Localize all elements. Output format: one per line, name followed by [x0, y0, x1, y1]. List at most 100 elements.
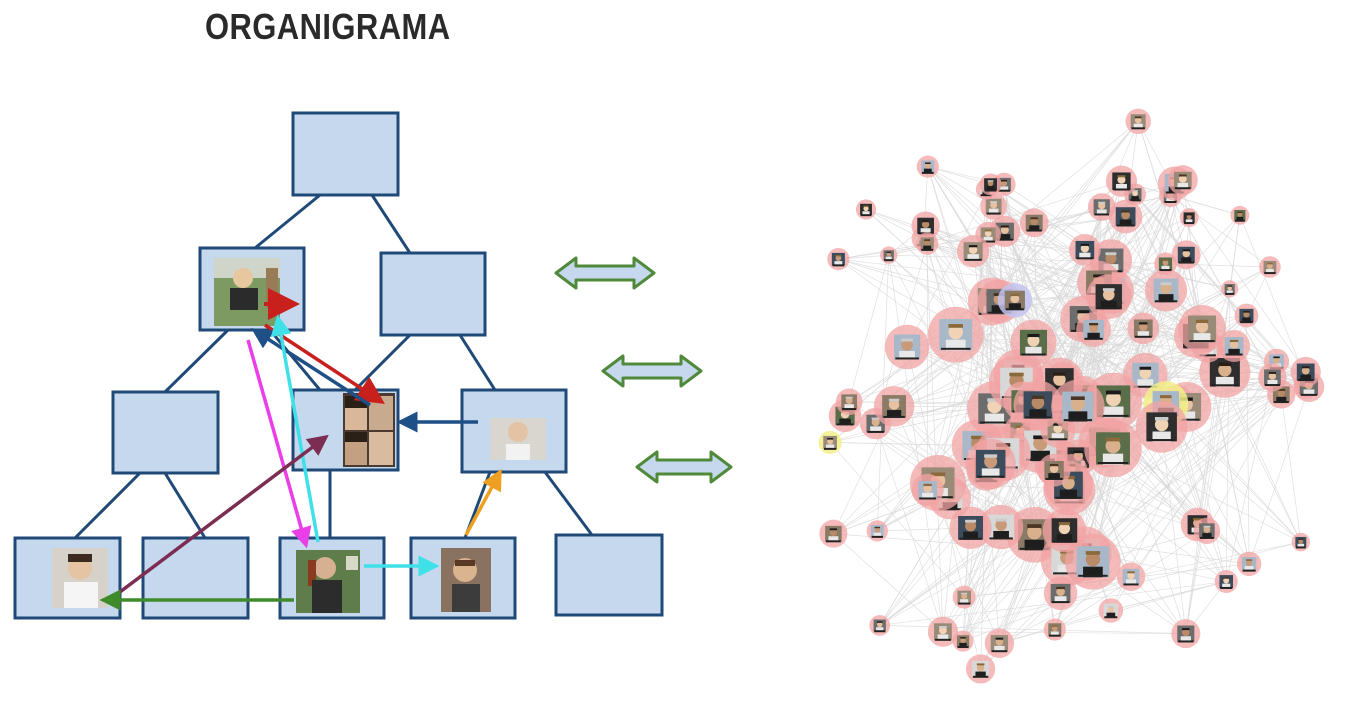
- node-body: [988, 208, 999, 214]
- network-node: [1144, 269, 1188, 312]
- person-photo: [441, 548, 491, 612]
- node-face: [1105, 438, 1121, 454]
- node-label-mark: [1025, 458, 1055, 461]
- node-label-mark: [1123, 583, 1139, 586]
- node-label-mark: [842, 408, 857, 411]
- node-label-mark: [984, 189, 997, 192]
- network-edge: [1161, 426, 1187, 634]
- network-edge: [1066, 385, 1307, 561]
- node-label-mark: [938, 508, 962, 511]
- node-face: [901, 339, 913, 351]
- network-node: [1179, 208, 1199, 228]
- node-face: [1107, 606, 1115, 613]
- node-hair: [1016, 425, 1025, 428]
- node-body: [1236, 216, 1244, 221]
- node-body: [981, 468, 1000, 478]
- node-face: [1195, 320, 1209, 333]
- network-edge: [1206, 394, 1282, 531]
- node-hair: [1009, 372, 1024, 377]
- network-edge: [833, 533, 944, 632]
- node-body: [899, 350, 915, 360]
- node-hair: [968, 245, 978, 248]
- node-hair: [1229, 339, 1239, 343]
- node-body: [1102, 453, 1124, 465]
- node-body: [1025, 346, 1042, 356]
- node-label-mark: [919, 497, 937, 500]
- network-node: [1171, 240, 1201, 270]
- node-label-mark: [832, 264, 845, 267]
- node-label-mark: [884, 259, 894, 262]
- network-node: [952, 585, 976, 609]
- network-edge: [1246, 315, 1250, 564]
- node-face: [1203, 526, 1211, 533]
- node-face: [1132, 190, 1138, 197]
- node-face: [1010, 294, 1020, 304]
- network-node: [1043, 576, 1078, 610]
- node-hair: [1243, 311, 1250, 313]
- node-label-mark: [1021, 353, 1046, 356]
- network-node: [873, 386, 915, 427]
- node-body: [1096, 209, 1107, 215]
- node-hair: [1105, 252, 1117, 256]
- org-box-level-2-left: [111, 390, 220, 475]
- network-node: [855, 199, 877, 220]
- node-body: [873, 532, 882, 537]
- node-body: [1008, 303, 1021, 310]
- network-node: [1098, 598, 1124, 623]
- network-node: [915, 232, 939, 255]
- node-label-mark: [996, 238, 1014, 241]
- node-hair: [1301, 366, 1310, 369]
- node-body: [1158, 294, 1174, 303]
- node-body: [920, 228, 931, 234]
- network-node: [1135, 400, 1188, 453]
- network-edge: [906, 184, 991, 348]
- org-chart-edges: [73, 193, 594, 540]
- node-body: [870, 426, 882, 433]
- node-label-mark: [1174, 187, 1191, 190]
- network-node: [1019, 208, 1049, 238]
- network-node: [819, 519, 848, 548]
- node-label-mark: [1189, 340, 1215, 343]
- network-edge: [1239, 215, 1310, 387]
- node-hair: [1053, 423, 1063, 426]
- network-node: [1013, 380, 1063, 430]
- node-body: [1079, 252, 1091, 259]
- node-hair: [1077, 310, 1090, 314]
- node-face: [1102, 288, 1115, 301]
- node-body: [1119, 219, 1132, 227]
- node-hair: [1154, 417, 1169, 421]
- node-hair: [1193, 518, 1202, 521]
- network-edge: [1130, 541, 1301, 578]
- node-hair: [984, 229, 992, 232]
- network-node: [949, 506, 992, 550]
- node-hair: [924, 162, 931, 164]
- node-hair: [1186, 214, 1192, 216]
- node-label-mark: [980, 194, 992, 197]
- network-node: [1051, 379, 1105, 434]
- node-body: [1131, 196, 1139, 201]
- node-face: [1277, 389, 1285, 397]
- network-node: [1086, 274, 1132, 320]
- node-label-mark: [1133, 385, 1158, 388]
- double-arrow-icon: [601, 354, 703, 388]
- tree-edge: [254, 193, 321, 250]
- org-chart-boxes: [13, 111, 664, 620]
- person-photo: [52, 548, 108, 608]
- network-node: [978, 504, 1024, 550]
- node-label-mark: [958, 602, 971, 605]
- node-hair: [995, 518, 1007, 522]
- node-hair: [990, 201, 998, 203]
- node-face: [1089, 323, 1099, 333]
- node-hair: [1277, 388, 1285, 391]
- page-title: ORGANIGRAMA: [205, 6, 451, 47]
- network-edge: [1186, 406, 1227, 582]
- node-hair: [995, 637, 1004, 640]
- node-body: [1030, 450, 1050, 462]
- node-label-mark: [981, 240, 995, 243]
- network-node: [866, 520, 888, 542]
- network-edge: [875, 423, 944, 632]
- node-face: [984, 455, 998, 469]
- node-label-mark: [1240, 321, 1253, 324]
- network-node: [1234, 303, 1259, 328]
- node-hair: [976, 663, 985, 666]
